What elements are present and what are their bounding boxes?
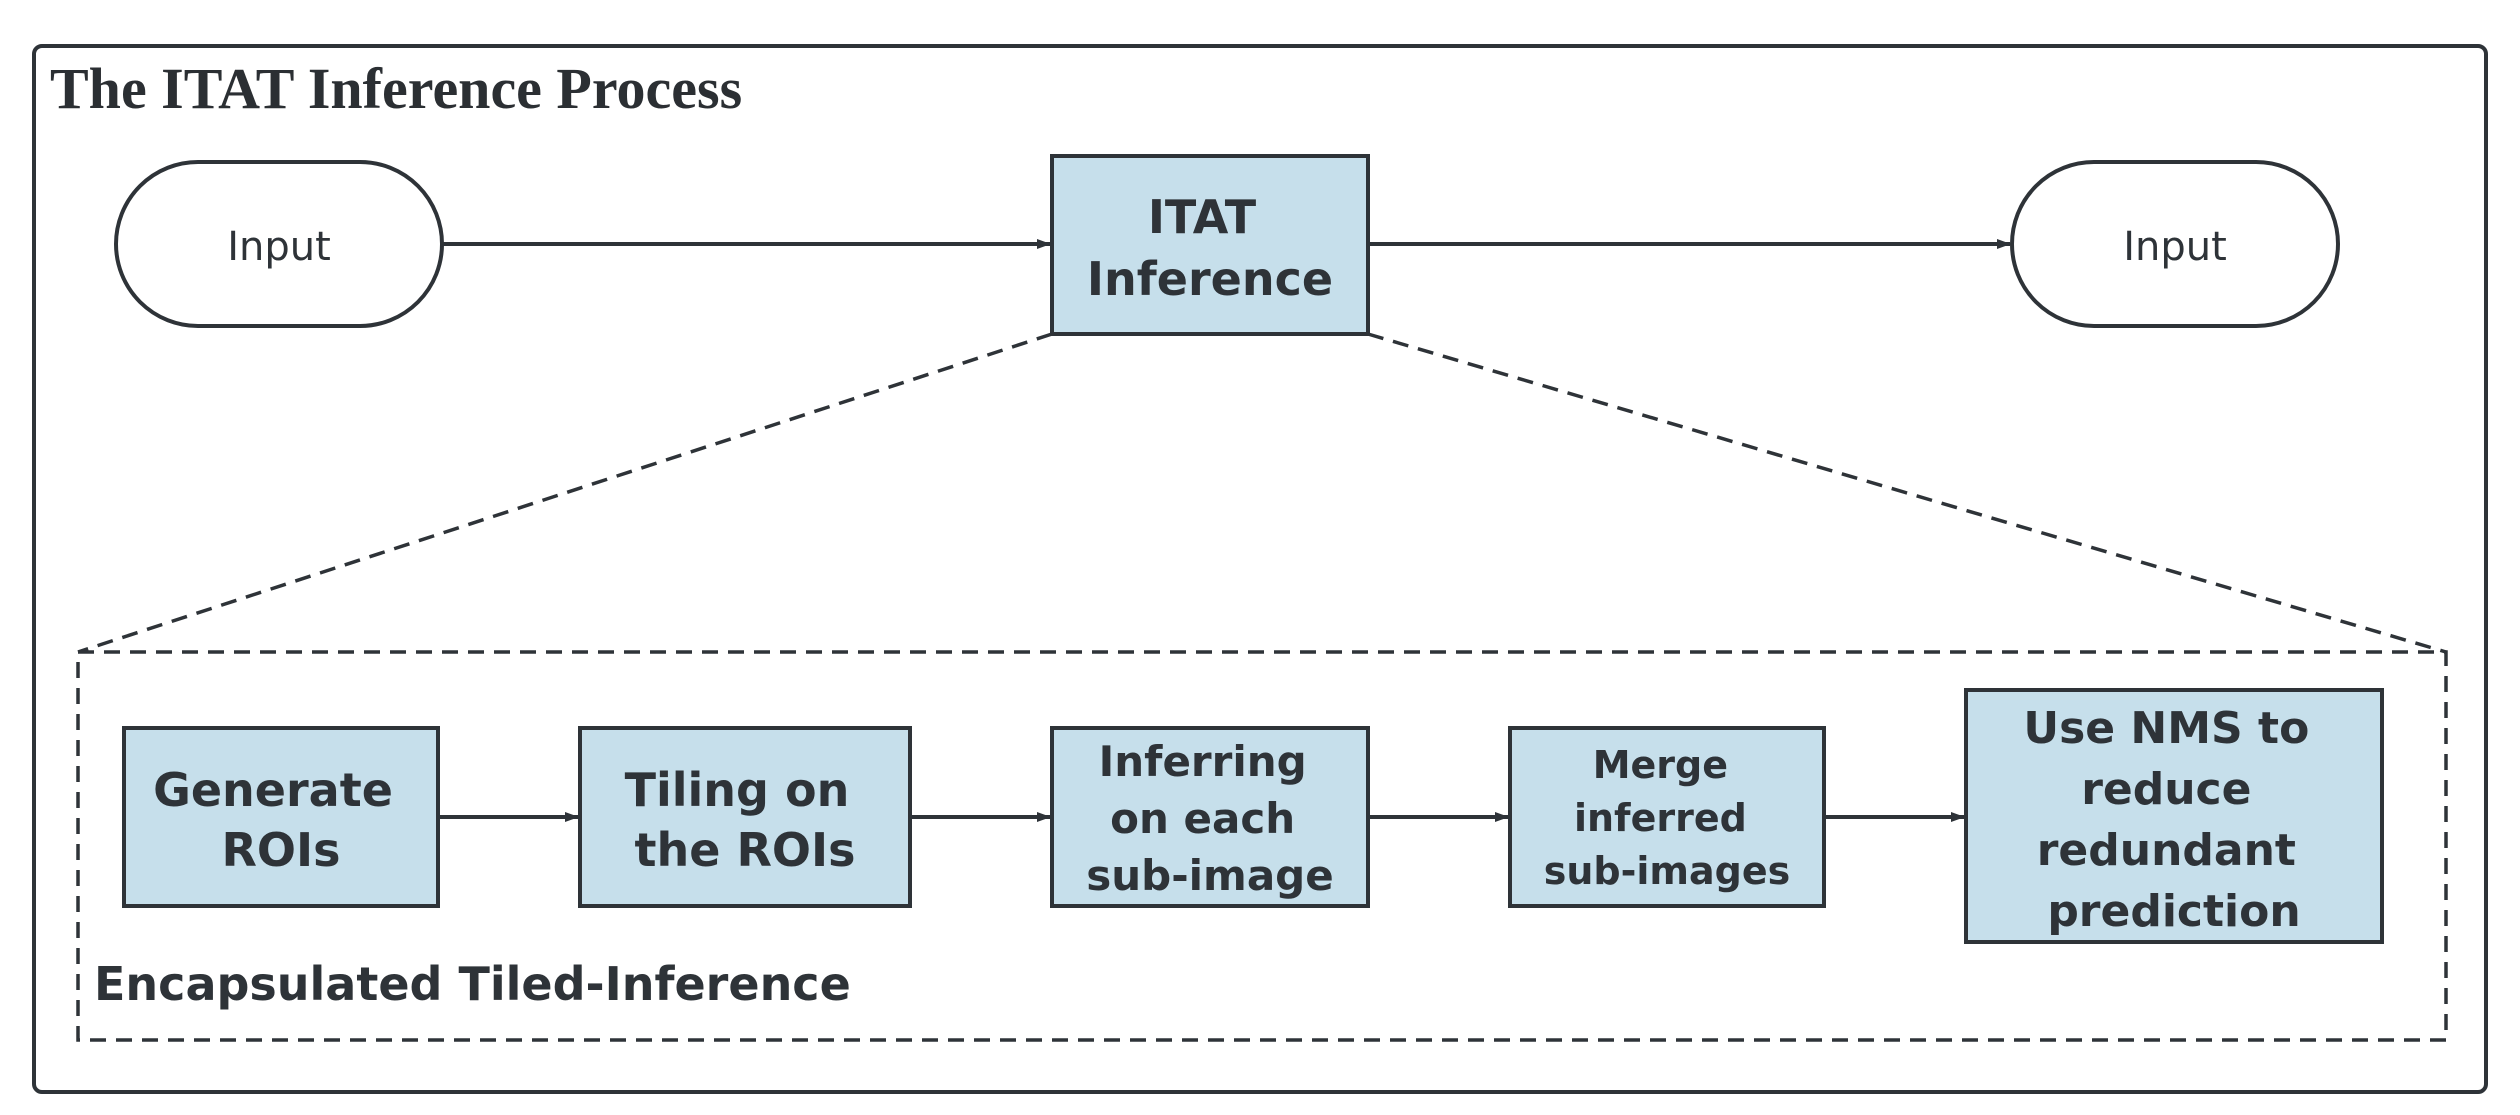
itat-inference-box <box>1050 154 1370 336</box>
step-tiling-rois <box>578 726 912 908</box>
expansion-line-right <box>1367 332 2447 654</box>
end-terminal <box>2010 160 2340 328</box>
step-generate-rois-label: Generate ROIs <box>153 763 409 877</box>
step-merge-sub-images-label: Merge inferred sub-images <box>1544 743 1791 893</box>
step-tiling-rois-label: Tiling on the ROIs <box>625 763 866 877</box>
itat-inference-line-2: Inference <box>1087 252 1333 306</box>
expansion-line-left <box>77 332 1053 654</box>
step-merge-sub-images <box>1508 726 1826 908</box>
outer-frame <box>32 44 2488 1094</box>
step-nms-reduce-label: Use NMS to reduce redundant prediction <box>2023 703 2324 937</box>
step-inferring-sub-image-label: Inferring on each sub-image <box>1086 737 1333 900</box>
start-terminal-label: Input <box>227 224 331 270</box>
itat-inference-label: ITAT Inference <box>1087 190 1333 306</box>
step-nms-reduce <box>1964 688 2384 944</box>
subprocess-label: Encapsulated Tiled-Inference <box>94 957 851 1011</box>
subprocess-container <box>76 650 2448 1042</box>
diagram-title: The ITAT Inference Process <box>50 56 742 121</box>
end-terminal-label: Input <box>2123 224 2227 270</box>
step-generate-rois <box>122 726 440 908</box>
step-inferring-sub-image <box>1050 726 1370 908</box>
itat-inference-line-1: ITAT <box>1148 190 1257 244</box>
